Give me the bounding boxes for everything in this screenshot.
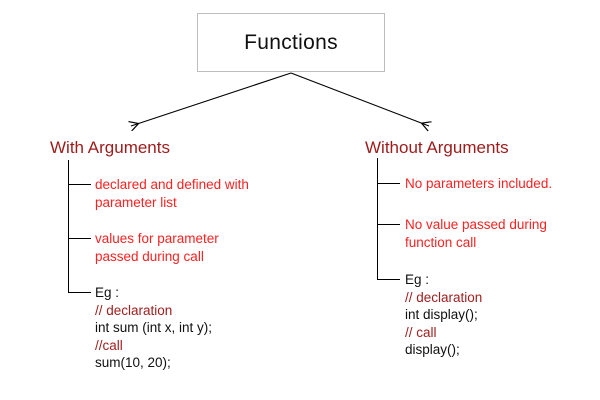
code-line: int sum (int x, int y); (95, 320, 213, 335)
branch-left-tick-3 (68, 292, 91, 293)
branch-heading-without-arguments: Without Arguments (365, 138, 509, 157)
branch-right-tick-1 (377, 183, 400, 184)
arrow-to-with-arguments (131, 72, 292, 126)
branch-left-tick-1 (68, 184, 91, 185)
code-line: // declaration (405, 289, 483, 305)
example-block-without-arguments: Eg : // declaration int display(); // ca… (405, 271, 482, 359)
branch-right-tick-3 (377, 279, 400, 280)
bullet-without-arguments-2: No value passed during function call (405, 217, 547, 250)
code-line: sum(10, 20); (95, 355, 171, 370)
example-block-with-arguments: Eg : // declaration int sum (int x, int … (95, 284, 212, 372)
branch-left-spine (68, 160, 69, 293)
root-node-label: Functions (244, 30, 338, 54)
branch-heading-with-arguments: With Arguments (50, 138, 170, 157)
branch-left-tick-2 (68, 238, 91, 239)
code-line: //call (95, 337, 123, 353)
bullet-with-arguments-1: declared and defined with parameter list (95, 177, 249, 210)
branch-right-spine (377, 158, 378, 280)
bullet-with-arguments-2: values for parameter passed during call (95, 231, 219, 264)
code-line: Eg : (95, 285, 120, 300)
code-line: display(); (405, 342, 460, 357)
code-line: int display(); (405, 307, 478, 322)
code-line: // call (405, 324, 437, 340)
bullet-without-arguments-1: No parameters included. (405, 176, 553, 191)
root-node-functions: Functions (197, 13, 385, 72)
arrow-to-without-arguments (290, 72, 429, 126)
code-line: Eg : (405, 272, 430, 287)
branch-right-tick-2 (377, 224, 400, 225)
code-line: // declaration (95, 302, 173, 318)
